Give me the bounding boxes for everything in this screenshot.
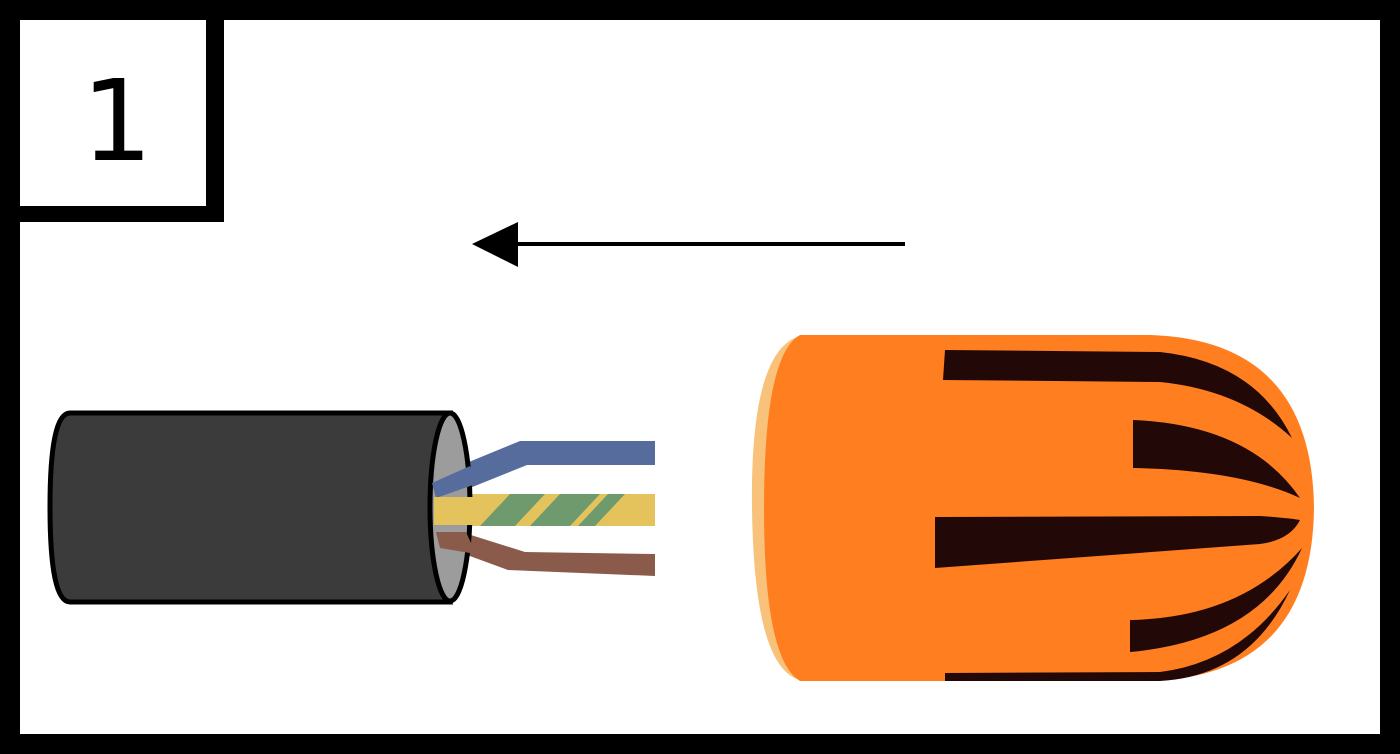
- twist-on-wire-connector-icon: [751, 335, 1314, 681]
- connector-body: [764, 335, 1314, 681]
- connector-ribs: [935, 350, 1302, 681]
- step-number: 1: [81, 57, 152, 187]
- cable-jacket: [47, 410, 454, 605]
- stripped-cable-icon: [47, 410, 655, 605]
- arrow-left-icon: [472, 222, 905, 267]
- wire-brown: [432, 530, 655, 576]
- step-number-box: 1: [0, 0, 224, 222]
- wire-blue: [430, 441, 655, 496]
